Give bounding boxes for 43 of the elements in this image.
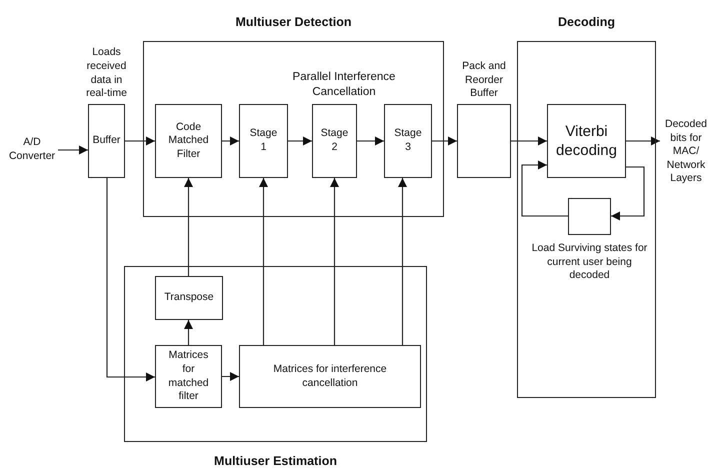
box-label: Stage 2 [320,127,349,155]
arrow [511,136,547,146]
process-box [239,104,288,178]
arrow [288,136,312,146]
arrow [259,178,268,345]
group-heading: Multiuser Estimation [213,453,338,470]
arrow [125,136,155,146]
process-box [384,104,432,178]
box-label: Transpose [164,291,214,305]
arrow [432,136,457,146]
arrow [184,178,193,276]
arrow [357,136,384,146]
group-subheading: Parallel Interference Cancellation [292,70,396,100]
box-label: Code Matched Filter [167,120,210,162]
box-label: Viterbi decoding [555,122,618,160]
arrow [521,160,568,217]
group-heading: Decoding [557,14,616,30]
box-caption: Load Surviving states for current user being decoded [530,242,648,283]
box-label: Stage 1 [248,127,278,155]
arrow [330,178,339,345]
box-label: Buffer [92,134,120,148]
process-box [155,104,222,178]
arrow [222,372,239,381]
arrow [58,146,88,154]
box-label: Stage 3 [393,127,423,155]
process-box [312,104,357,178]
process-box [155,276,223,320]
arrow [184,320,193,345]
box-caption: Loads received data in real-time [85,46,128,101]
box-label: Decoded bits for MAC/ Network Layers [664,118,708,186]
process-box [239,345,421,408]
box-label: Matrices for interference cancellation [272,362,388,390]
arrow [222,136,239,146]
process-box [155,345,222,408]
arrow [626,136,660,146]
box-caption: Pack and Reorder Buffer [461,60,507,101]
box-label: Matrices for matched filter [167,349,210,404]
arrow [611,166,645,220]
arrow [106,178,155,382]
process-box [547,104,626,178]
box-label: A/D Converter [8,136,56,164]
group-heading: Multiuser Detection [234,14,352,30]
arrow [398,178,407,345]
